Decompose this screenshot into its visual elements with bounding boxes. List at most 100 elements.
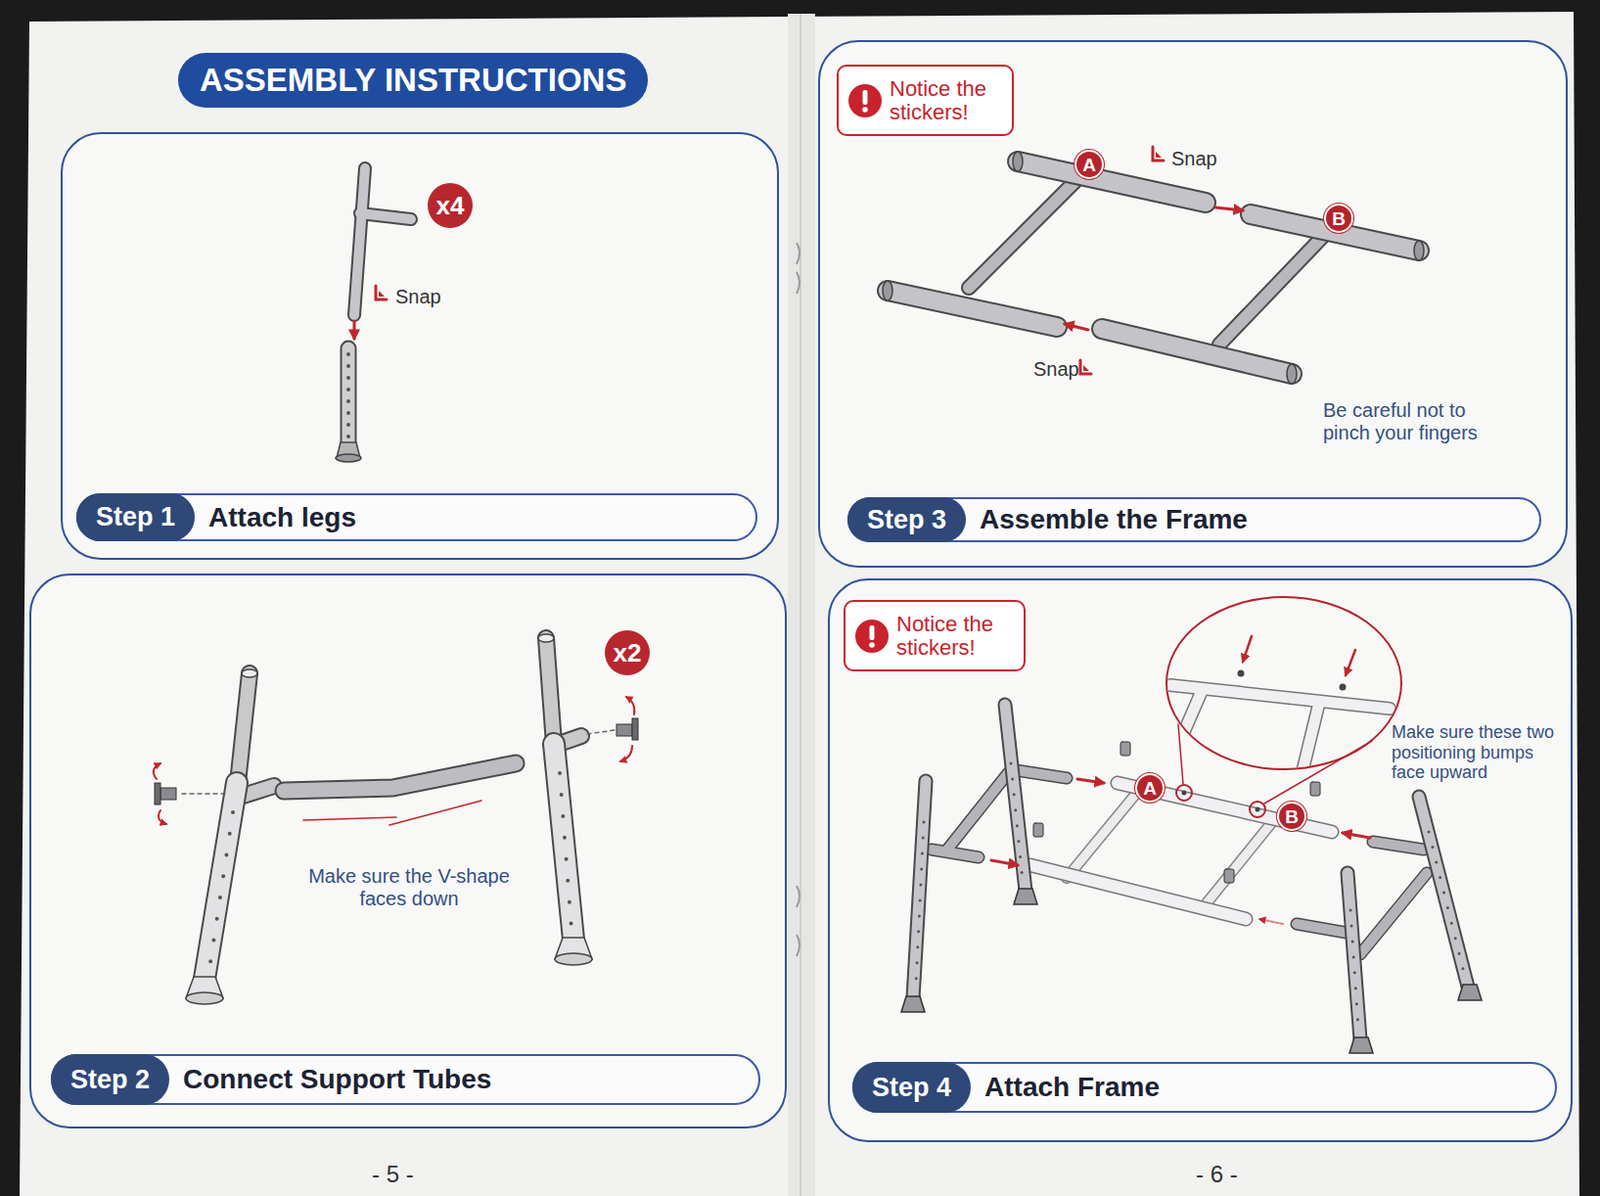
frame-assembly [1349,1037,1373,1053]
frame-assembly [1030,782,1332,919]
frame-assembly [1350,910,1359,1028]
support-tube [559,773,572,930]
letter-text: B [1331,209,1346,229]
frame-assembly [1242,636,1252,662]
title-text: ASSEMBLY INSTRUCTIONS [199,61,627,99]
frame-assembly [1428,831,1463,969]
step-title: Assemble the Frame [979,503,1248,536]
letter-text: A [1142,778,1157,798]
frame-assembly [1255,807,1261,813]
sticker-letter: B [1324,203,1354,233]
support-tube [632,718,639,740]
step-panel [30,41,1572,1142]
step-title: Connect Support Tubes [182,1063,492,1096]
support-tube [204,743,574,979]
photo-background [19,11,1580,1196]
notice-box: Notice the stickers! [836,64,1014,137]
support-tube [160,787,177,800]
support-tube [236,638,582,798]
warning-icon [848,84,882,118]
letter-text: B [1284,807,1299,826]
page-number: - 5 - [371,1160,414,1189]
support-tube [158,810,167,824]
photo-background [799,13,802,1196]
step-bar: Step 1Attach legs [76,493,758,542]
note-text: Make sure these two positioning bumps fa… [1391,722,1568,783]
step-bar: Step 4 Attach Frame [852,1061,1557,1113]
frame-assembly [901,996,925,1012]
step-panel [30,574,786,1128]
leg-tube [342,348,356,443]
warning-icon [847,83,883,119]
support-tube [283,763,516,791]
snap-label: Snap [1033,358,1080,381]
frame-assembly [1458,984,1482,1001]
frame-assembly [1170,636,1390,776]
support-tube [204,743,574,979]
step-number: Step 2 [50,1053,170,1105]
frame-tube [1080,360,1092,374]
frame-assembly [1345,649,1356,676]
note-text: Make sure the V-shape faces down [291,865,527,911]
title-pill: ASSEMBLY INSTRUCTIONS [178,52,648,108]
support-tube [616,724,633,736]
frame-assembly [1339,684,1347,691]
support-tube [303,817,397,821]
sticker-letter: A [1135,773,1165,803]
frame-assembly [1182,790,1188,796]
snap-label: Snap [1171,147,1218,171]
warning-icon [863,90,869,105]
photo-background [787,13,816,1196]
step-number: Step 4 [852,1061,971,1113]
frame-assembly [913,704,1468,1040]
step-title: Attach Frame [984,1071,1160,1103]
photo-background [796,885,800,957]
frame-assembly [915,822,924,984]
leg-tube [346,354,351,439]
frame-assembly [1013,888,1038,905]
frame-tube [1215,207,1243,211]
support-tube [389,800,482,825]
support-tube [153,634,639,1005]
support-tube [241,669,258,678]
quantity-text: x2 [613,640,642,666]
frame-assembly [1120,741,1131,756]
step-panel [828,579,1572,1142]
quantity-badge: x2 [604,630,650,676]
step-number: Step 3 [847,497,966,543]
frame-tube [1286,364,1297,384]
leg-tube [353,320,357,339]
snap-label: Snap [395,285,442,309]
frame-tube [1414,240,1424,261]
notice-text: Notice the stickers! [889,77,1005,123]
frame-assembly [913,704,1468,1040]
sticker-letter: A [1074,149,1104,180]
warning-icon [854,618,890,654]
warning-icon [862,106,869,113]
frame-assembly [1178,724,1184,784]
frame-assembly [1249,801,1266,818]
step-number: Step 1 [76,493,195,542]
sticker-letter: B [1277,801,1307,831]
step-bar: Step 3 Assemble the Frame [847,497,1542,543]
support-tube [626,696,635,715]
frame-assembly [1264,740,1372,804]
support-tube [620,745,633,762]
frame-tube [1012,151,1023,172]
step-panel [819,41,1567,567]
support-tube [185,992,224,1005]
frame-assembly [1033,822,1044,837]
frame-tube [887,161,1419,374]
frame-tube [1064,323,1089,330]
support-tube [182,792,228,795]
support-tube [587,730,615,734]
warning-icon [869,625,875,640]
quantity-text: x4 [436,192,465,219]
frame-assembly [1310,781,1321,796]
support-tube [236,638,582,798]
quantity-badge: x4 [427,182,473,229]
